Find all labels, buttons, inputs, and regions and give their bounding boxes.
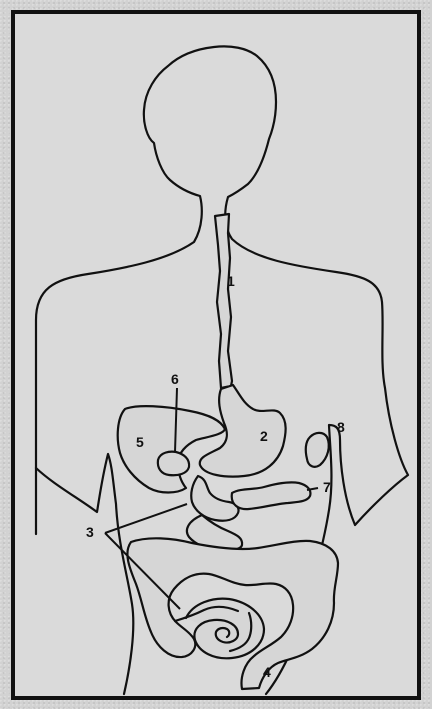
label-liver: 5 bbox=[136, 434, 144, 450]
label-small-intestine: 3 bbox=[86, 524, 94, 540]
gallbladder bbox=[158, 452, 189, 476]
label-gallbladder: 6 bbox=[171, 371, 179, 387]
pancreas bbox=[232, 482, 311, 509]
label-large-intestine: 4 bbox=[263, 664, 271, 680]
label-esophagus: 1 bbox=[227, 273, 235, 289]
label-pancreas: 7 bbox=[323, 479, 331, 495]
liver bbox=[118, 406, 225, 492]
digestive-system-diagram: 1 2 3 4 5 6 7 8 bbox=[18, 28, 422, 706]
left-arm-outline bbox=[36, 454, 133, 694]
spleen bbox=[306, 433, 329, 467]
label-spleen: 8 bbox=[337, 419, 345, 435]
esophagus bbox=[215, 214, 232, 388]
label-stomach: 2 bbox=[260, 428, 268, 444]
